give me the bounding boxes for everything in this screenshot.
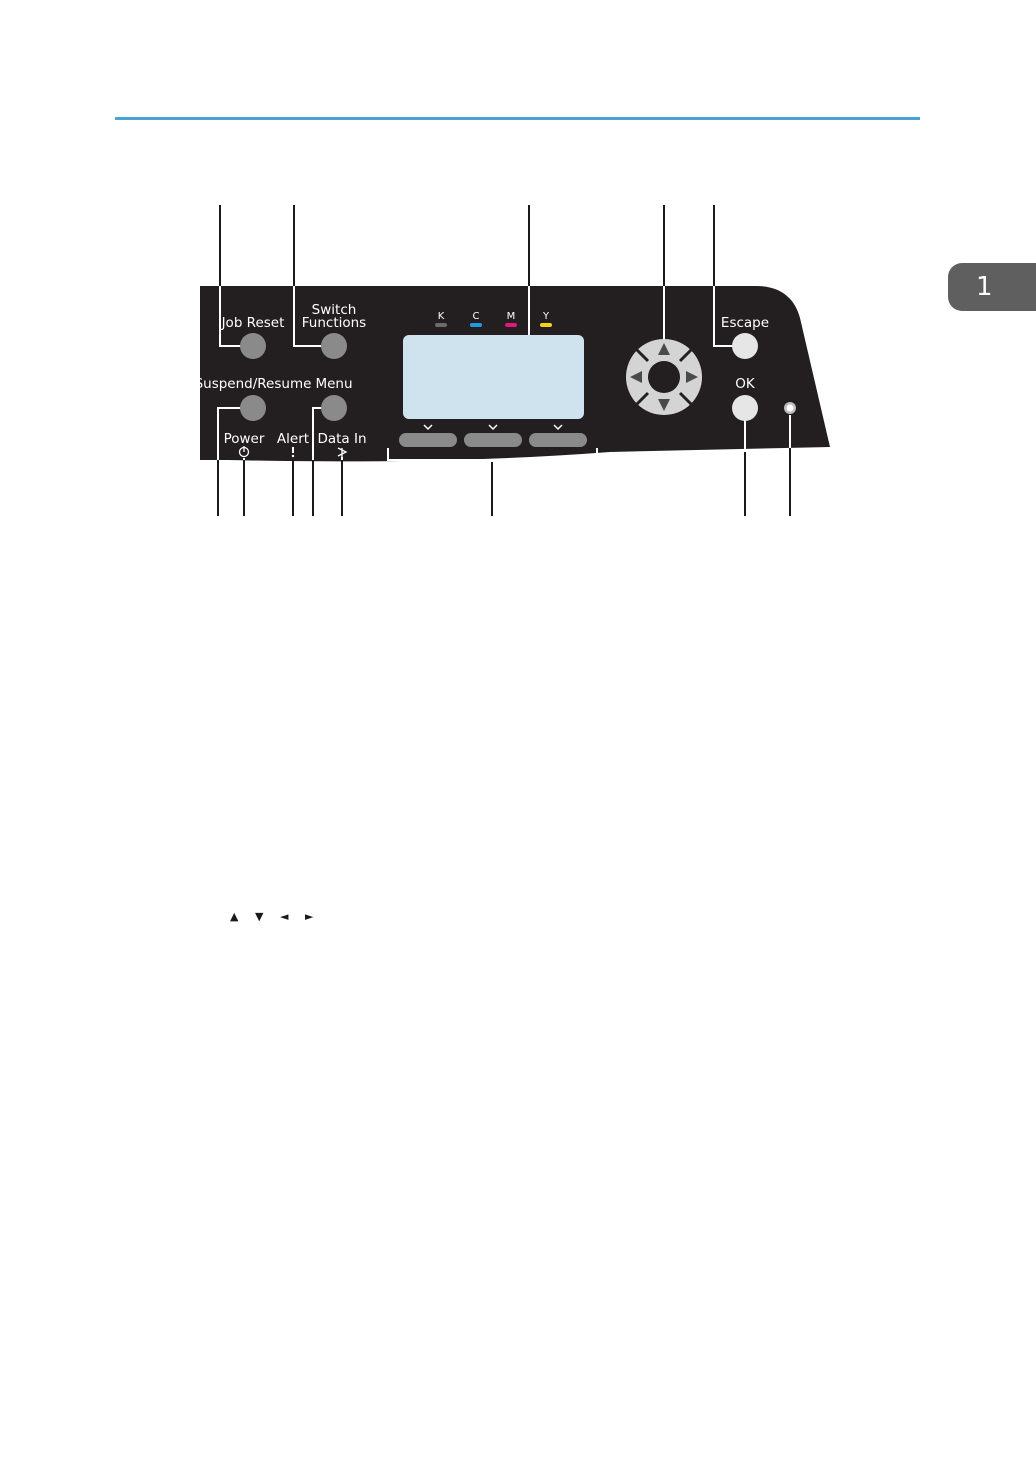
switch-functions-label-line2: Functions (302, 315, 366, 331)
arrow-key-symbols: ▲▼◄► (230, 910, 330, 923)
selection-key-left[interactable] (399, 433, 457, 447)
ink-c-indicator (470, 323, 482, 327)
escape-button[interactable] (732, 333, 758, 359)
ink-k-label: K (438, 311, 445, 322)
job-reset-button[interactable] (240, 333, 266, 359)
leaders-top (220, 205, 714, 286)
data-in-label: Data In (317, 431, 366, 447)
ok-button[interactable] (732, 395, 758, 421)
menu-label: Menu (315, 376, 352, 392)
job-reset-label: Job Reset (221, 315, 285, 331)
suspend-resume-button[interactable] (240, 395, 266, 421)
ink-c-label: C (473, 311, 480, 322)
lcd-screen (403, 335, 584, 419)
left-arrow-symbol: ◄ (280, 910, 305, 923)
ink-y-label: Y (542, 311, 550, 322)
ink-y-indicator (540, 323, 552, 327)
menu-button[interactable] (321, 395, 347, 421)
escape-label: Escape (721, 315, 769, 331)
alert-label: Alert (277, 431, 309, 447)
ink-m-label: M (507, 311, 516, 322)
switch-functions-button[interactable] (321, 333, 347, 359)
alert-icon (292, 447, 294, 457)
right-arrow-symbol: ► (305, 910, 330, 923)
power-label: Power (224, 431, 265, 447)
down-arrow-symbol: ▼ (255, 910, 280, 923)
ink-k-indicator (435, 323, 447, 327)
ink-m-indicator (505, 323, 517, 327)
ok-label: OK (735, 376, 756, 392)
suspend-resume-label: Suspend/Resume (195, 376, 312, 392)
power-key-lamp (787, 405, 794, 412)
selection-key-right[interactable] (529, 433, 587, 447)
up-arrow-symbol: ▲ (230, 910, 255, 923)
selection-key-center[interactable] (464, 433, 522, 447)
